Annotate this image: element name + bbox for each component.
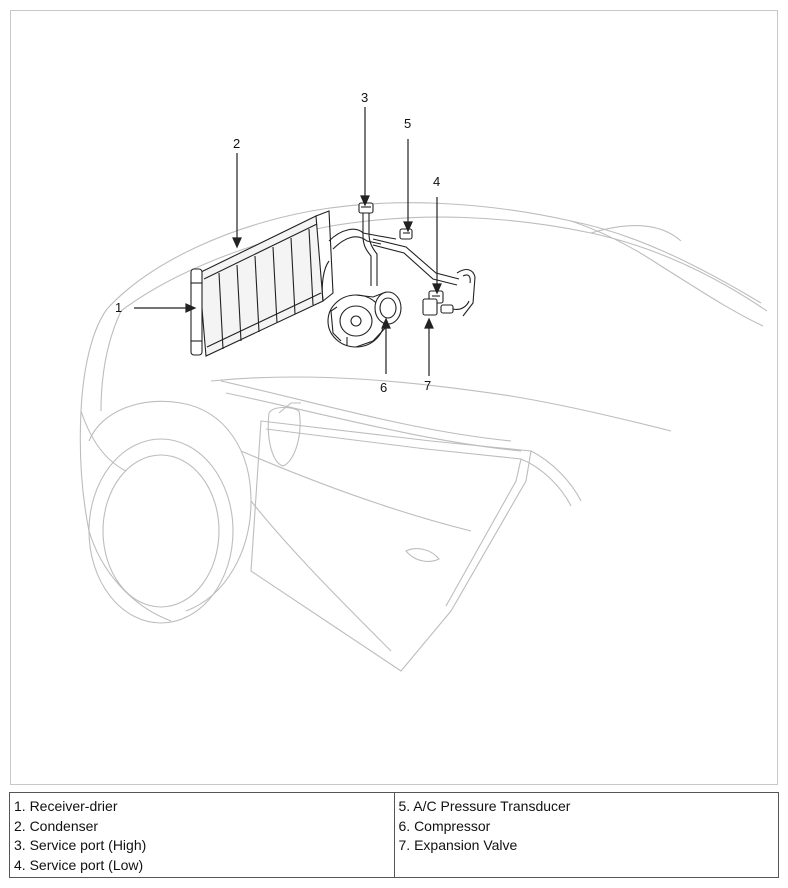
callout-6: 6: [380, 380, 388, 395]
legend-item-expansion-valve: 7. Expansion Valve: [398, 837, 518, 853]
legend-item-receiver-drier: 1. Receiver-drier: [14, 798, 118, 814]
legend-item-pressure-transducer: 5. A/C Pressure Transducer: [398, 798, 571, 814]
callout-1: 1: [115, 300, 123, 315]
compressor-part: [327, 291, 402, 348]
callout-4: 4: [433, 174, 441, 189]
callout-7: 7: [424, 378, 432, 393]
pressure-transducer-part: [399, 228, 413, 240]
expansion-valve-part: [422, 298, 470, 316]
legend-item-compressor: 6. Compressor: [398, 817, 491, 834]
car-body-outline: [79, 202, 768, 672]
legend-table: 1. Receiver-drier 2. Condenser 3. Servic…: [9, 792, 779, 878]
legend-item-service-port-high: 3. Service port (High): [14, 837, 147, 853]
ac-components: [190, 202, 476, 357]
receiver-drier-part: [190, 268, 203, 356]
legend-item-service-port-low: 4. Service port (Low): [14, 856, 144, 873]
diagram-frame: 1 2 3 5 4 6 7: [10, 10, 778, 785]
legend-item-condenser: 2. Condenser: [14, 817, 99, 834]
callout-leaders: [134, 107, 442, 376]
legend-column-right: 5. A/C Pressure Transducer 6. Compressor…: [393, 793, 779, 877]
callout-3: 3: [361, 90, 369, 105]
condenser-part: [198, 210, 334, 357]
ac-system-illustration: [79, 107, 768, 672]
callout-5: 5: [404, 116, 412, 131]
refrigerant-pipes: [321, 211, 476, 317]
service-port-high-part: [358, 202, 374, 214]
legend-column-left: 1. Receiver-drier 2. Condenser 3. Servic…: [10, 793, 394, 877]
callout-2: 2: [233, 136, 241, 151]
